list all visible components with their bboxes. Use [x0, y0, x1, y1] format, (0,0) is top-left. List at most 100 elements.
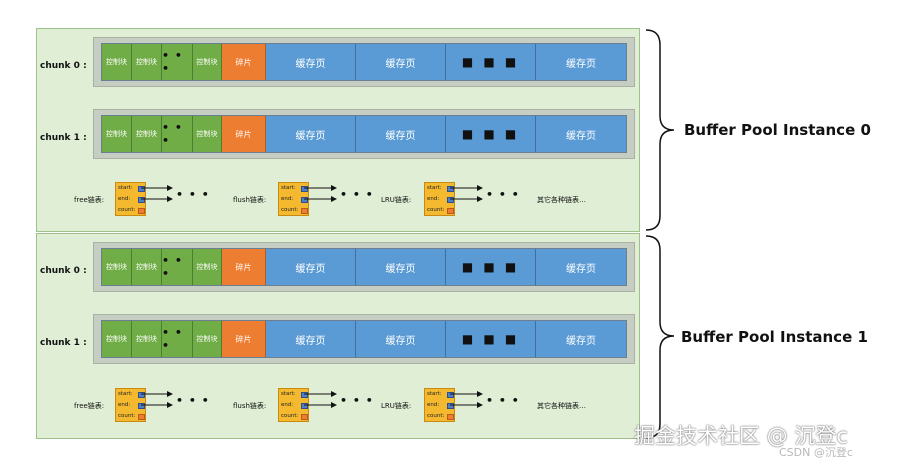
node-count-label: count: [118, 207, 136, 213]
brace-instance-0 [645, 29, 675, 231]
node-end-label: end: [427, 402, 440, 408]
start-pointer-box [447, 186, 454, 192]
end-pointer-box [301, 197, 308, 203]
node-count-label: count: [281, 413, 299, 419]
count-box [447, 414, 454, 420]
list-base-node: start: end: count: [278, 182, 309, 216]
chunk-1: 控制块 控制块 • • • 控制块 碎片 缓存页 缓存页 ■ ■ ■ 缓存页 [101, 115, 627, 153]
control-block: 控制块 [102, 116, 132, 152]
node-start-label: start: [427, 391, 442, 397]
cache-page: 缓存页 [356, 116, 446, 152]
node-end-label: end: [281, 402, 294, 408]
end-pointer-box [138, 197, 145, 203]
control-block: 控制块 [132, 116, 162, 152]
control-block: 控制块 [102, 249, 132, 285]
fragment: 碎片 [222, 249, 266, 285]
count-box [301, 208, 308, 214]
control-block: 控制块 [132, 249, 162, 285]
end-pointer-box [301, 403, 308, 409]
list-base-node: start: end: count: [278, 388, 309, 422]
cache-page: 缓存页 [266, 44, 356, 80]
instance-1-label: Buffer Pool Instance 1 [681, 328, 868, 346]
chunk-1: 控制块 控制块 • • • 控制块 碎片 缓存页 缓存页 ■ ■ ■ 缓存页 [101, 320, 627, 358]
control-block-ellipsis: • • • [162, 44, 193, 80]
control-block-ellipsis: • • • [162, 116, 193, 152]
control-block: 控制块 [132, 44, 162, 80]
lru-list-label: LRU链表: [381, 196, 412, 204]
end-pointer-box [447, 197, 454, 203]
list-base-node: start: end: count: [424, 388, 455, 422]
cache-page-ellipsis: ■ ■ ■ [446, 116, 536, 152]
node-end-label: end: [118, 196, 131, 202]
node-start-label: start: [281, 391, 296, 397]
cache-page: 缓存页 [266, 249, 356, 285]
cache-page-ellipsis: ■ ■ ■ [446, 249, 536, 285]
cache-page: 缓存页 [536, 44, 626, 80]
count-box [301, 414, 308, 420]
list-ellipsis: • • • [340, 394, 374, 407]
other-lists-label: 其它各种链表… [537, 196, 586, 204]
other-lists-label: 其它各种链表… [537, 402, 586, 410]
cache-page: 缓存页 [266, 116, 356, 152]
list-ellipsis: • • • [486, 188, 520, 201]
watermark-csdn: CSDN @沉登c [779, 446, 853, 459]
node-count-label: count: [427, 413, 445, 419]
control-block: 控制块 [193, 249, 222, 285]
node-start-label: start: [118, 391, 133, 397]
node-count-label: count: [281, 207, 299, 213]
chunk-label: chunk 0 : [40, 266, 87, 276]
control-block: 控制块 [193, 116, 222, 152]
brace-instance-1 [645, 235, 675, 439]
start-pointer-box [301, 392, 308, 398]
watermark-juejin: 掘金技术社区 @ 沉登c [634, 424, 848, 448]
end-pointer-box [138, 403, 145, 409]
control-block: 控制块 [193, 44, 222, 80]
list-ellipsis: • • • [176, 394, 210, 407]
cache-page-ellipsis: ■ ■ ■ [446, 44, 536, 80]
list-ellipsis: • • • [340, 188, 374, 201]
cache-page: 缓存页 [536, 321, 626, 357]
count-box [138, 208, 145, 214]
cache-page: 缓存页 [356, 44, 446, 80]
node-end-label: end: [427, 196, 440, 202]
chunk-label: chunk 1 : [40, 338, 87, 348]
chunk-0: 控制块 控制块 • • • 控制块 碎片 缓存页 缓存页 ■ ■ ■ 缓存页 [101, 43, 627, 81]
count-box [447, 208, 454, 214]
node-start-label: start: [281, 185, 296, 191]
list-ellipsis: • • • [486, 394, 520, 407]
cache-page: 缓存页 [356, 321, 446, 357]
start-pointer-box [301, 186, 308, 192]
cache-page: 缓存页 [536, 116, 626, 152]
list-base-node: start: end: count: [115, 182, 146, 216]
node-end-label: end: [118, 402, 131, 408]
count-box [138, 414, 145, 420]
cache-page: 缓存页 [266, 321, 356, 357]
node-start-label: start: [118, 185, 133, 191]
control-block-ellipsis: • • • [162, 321, 193, 357]
control-block: 控制块 [102, 321, 132, 357]
cache-page: 缓存页 [356, 249, 446, 285]
node-end-label: end: [281, 196, 294, 202]
control-block: 控制块 [193, 321, 222, 357]
chunk-0: 控制块 控制块 • • • 控制块 碎片 缓存页 缓存页 ■ ■ ■ 缓存页 [101, 248, 627, 286]
list-base-node: start: end: count: [115, 388, 146, 422]
list-ellipsis: • • • [176, 188, 210, 201]
free-list-label: free链表: [74, 196, 105, 204]
chunk-label: chunk 0 : [40, 61, 87, 71]
node-start-label: start: [427, 185, 442, 191]
fragment: 碎片 [222, 116, 266, 152]
start-pointer-box [138, 186, 145, 192]
lru-list-label: LRU链表: [381, 402, 412, 410]
start-pointer-box [138, 392, 145, 398]
list-base-node: start: end: count: [424, 182, 455, 216]
instance-0-label: Buffer Pool Instance 0 [684, 121, 871, 139]
node-count-label: count: [118, 413, 136, 419]
control-block: 控制块 [132, 321, 162, 357]
start-pointer-box [447, 392, 454, 398]
control-block-ellipsis: • • • [162, 249, 193, 285]
free-list-label: free链表: [74, 402, 105, 410]
end-pointer-box [447, 403, 454, 409]
control-block: 控制块 [102, 44, 132, 80]
flush-list-label: flush链表: [233, 196, 267, 204]
fragment: 碎片 [222, 321, 266, 357]
